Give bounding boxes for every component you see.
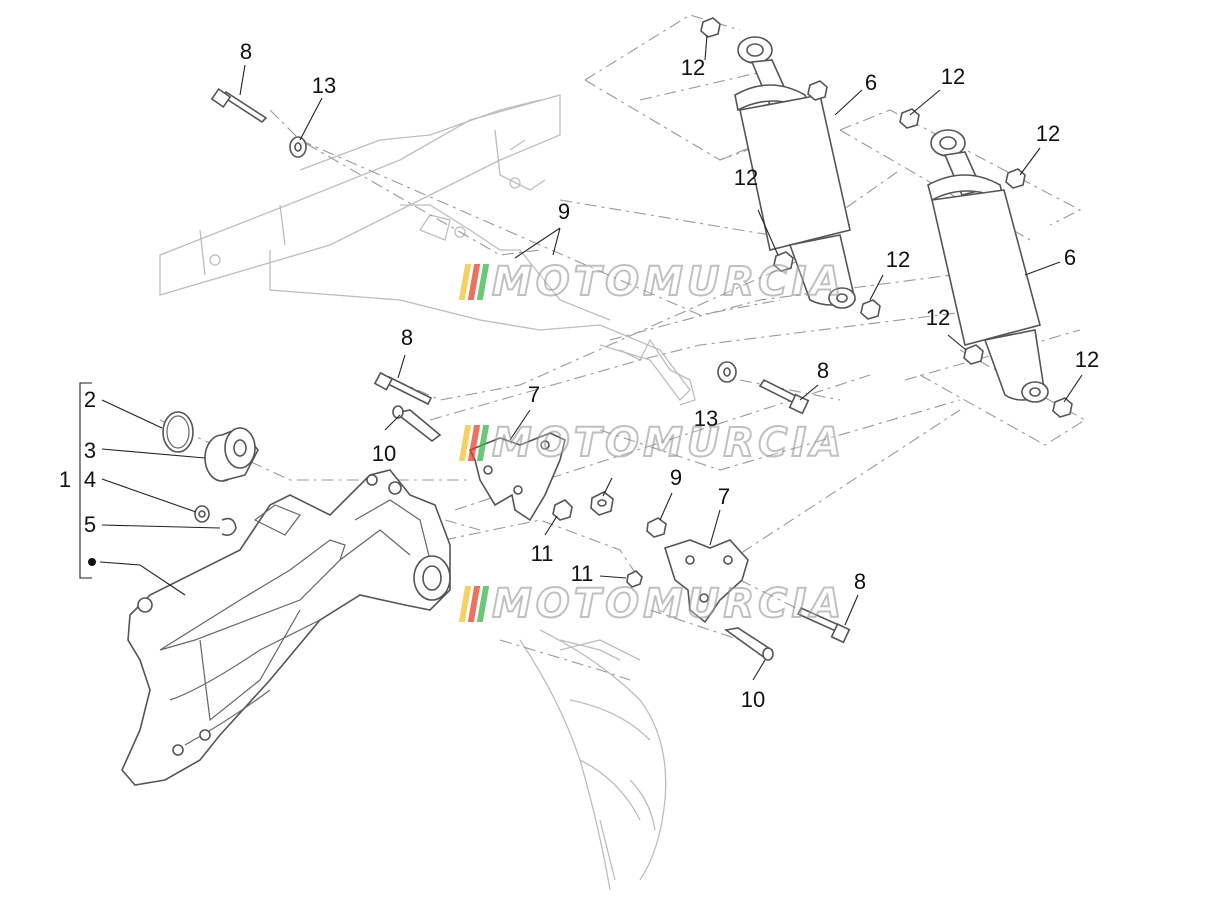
bolt-10-lower bbox=[723, 627, 774, 661]
callout-6-shock-1: 6 bbox=[864, 70, 878, 95]
callout-12-nut: 12 bbox=[680, 55, 706, 80]
nut-11-upper bbox=[552, 499, 573, 521]
watermark-bars-icon bbox=[458, 425, 490, 461]
rear-wheel-ghost bbox=[519, 629, 667, 891]
callout-12-nut: 12 bbox=[925, 305, 951, 330]
nut-11-lower bbox=[626, 570, 643, 588]
nut-9-lower bbox=[646, 517, 667, 538]
bolt-10-mid bbox=[392, 405, 442, 443]
callout-8-bolt-top: 8 bbox=[239, 39, 253, 64]
bolt-8-mid bbox=[373, 371, 433, 406]
callout-11-nut-lower: 11 bbox=[570, 561, 594, 586]
swing-arm-bullet-icon bbox=[88, 558, 96, 566]
callout-7-bracket-upper: 7 bbox=[527, 382, 541, 407]
bolt-8-right bbox=[758, 378, 810, 415]
watermark-text: MOTOMURCIA bbox=[491, 419, 846, 467]
watermark-bars-icon bbox=[458, 586, 490, 622]
bush-4 bbox=[194, 505, 210, 523]
bolt-8-top bbox=[210, 87, 268, 124]
callout-1-swing-arm-assembly: 1 bbox=[58, 467, 72, 492]
watermark-logo: MOTOMURCIA bbox=[458, 258, 846, 306]
callout-12-nut: 12 bbox=[940, 64, 966, 89]
bearing-3 bbox=[204, 427, 259, 482]
callout-7-bracket-lower: 7 bbox=[717, 484, 731, 509]
shock-absorber-1 bbox=[734, 36, 856, 309]
bracket-7-lower bbox=[663, 539, 749, 624]
callout-13-washer-top: 13 bbox=[311, 73, 337, 98]
callout-8-bolt-right: 8 bbox=[816, 358, 830, 383]
callout-6-shock-2: 6 bbox=[1063, 245, 1077, 270]
callout-8-bolt-lower: 8 bbox=[853, 569, 867, 594]
clip-5 bbox=[221, 517, 237, 536]
callout-3-bearing: 3 bbox=[83, 438, 97, 463]
callout-12-nut: 12 bbox=[885, 247, 911, 272]
callout-12-nut: 12 bbox=[1035, 121, 1061, 146]
circlip-2 bbox=[162, 411, 194, 453]
watermark-logo: MOTOMURCIA bbox=[458, 580, 846, 628]
leader-lines bbox=[99, 34, 1083, 681]
callout-2-circlip: 2 bbox=[83, 387, 97, 412]
frame-tube-ghost bbox=[159, 94, 696, 406]
callout-12-nut: 12 bbox=[1074, 347, 1100, 372]
watermark-text: MOTOMURCIA bbox=[491, 580, 846, 628]
callout-9-upper: 9 bbox=[557, 199, 571, 224]
watermark-logo: MOTOMURCIA bbox=[458, 419, 846, 467]
callout-11-nut-upper: 11 bbox=[530, 541, 554, 566]
washer-13-top bbox=[289, 136, 307, 158]
shock-absorber-2 bbox=[927, 129, 1049, 403]
callout-9-nut-lower: 9 bbox=[669, 465, 683, 490]
bolt-8-lower bbox=[796, 606, 851, 644]
group-bracket-1 bbox=[79, 382, 96, 579]
callout-13-washer-mid: 13 bbox=[693, 406, 719, 431]
bracket-7-upper bbox=[468, 432, 566, 522]
callout-10-bolt-lower: 10 bbox=[740, 687, 766, 712]
washer-13-mid bbox=[717, 361, 737, 383]
nuts-12 bbox=[700, 17, 1073, 418]
callout-8-bolt-mid: 8 bbox=[400, 325, 414, 350]
callout-5-clip: 5 bbox=[83, 512, 97, 537]
nut-9-upper bbox=[590, 491, 614, 516]
callout-10-bolt-mid: 10 bbox=[371, 441, 397, 466]
callout-4-bush: 4 bbox=[83, 467, 97, 492]
callout-12-nut: 12 bbox=[733, 165, 759, 190]
watermark-text: MOTOMURCIA bbox=[491, 258, 846, 306]
swing-arm bbox=[121, 469, 451, 786]
watermark-bars-icon bbox=[458, 264, 490, 300]
